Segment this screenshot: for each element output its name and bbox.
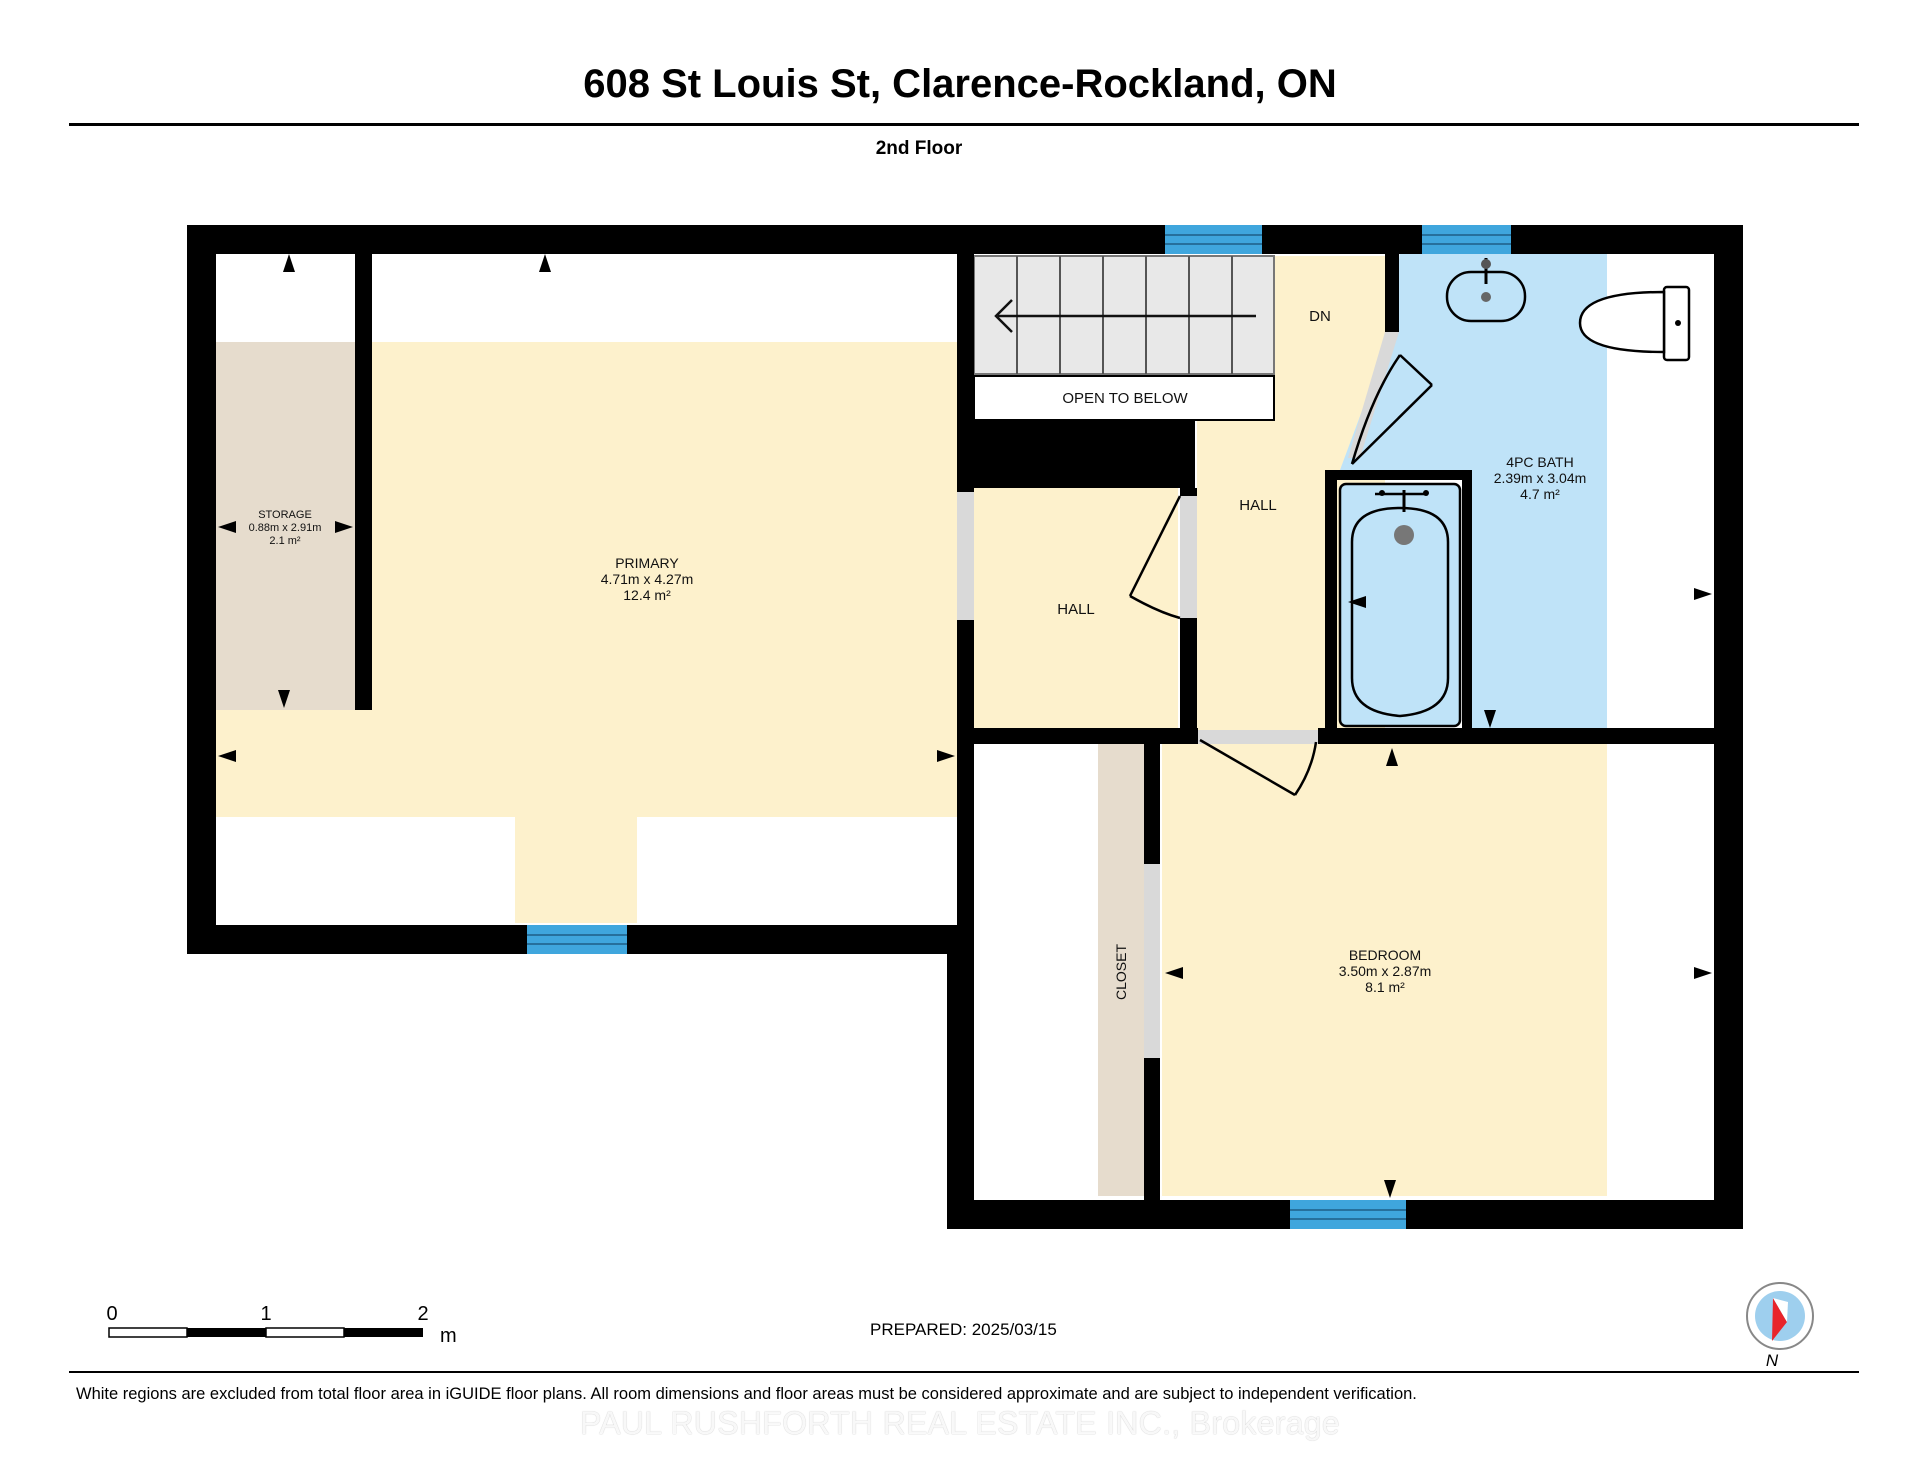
bedroom-dims: 3.50m x 2.87m xyxy=(1339,963,1432,979)
dimension-arrows xyxy=(218,254,1712,1198)
title-divider xyxy=(69,123,1859,126)
compass-icon: N xyxy=(1746,1282,1814,1370)
bedroom-fill xyxy=(1162,744,1607,1196)
open-to-below-label: OPEN TO BELOW xyxy=(1062,390,1188,407)
room-labels: STORAGE 0.88m x 2.91m 2.1 m² PRIMARY 4.7… xyxy=(249,308,1587,1000)
hall-lower-fill xyxy=(973,488,1178,728)
hall-upper-label: HALL xyxy=(1239,497,1277,514)
bath-name: 4PC BATH xyxy=(1506,454,1573,470)
scale-unit: m xyxy=(440,1325,457,1347)
primary-area: 12.4 m² xyxy=(623,587,671,603)
bedroom-area: 8.1 m² xyxy=(1365,979,1405,995)
footer-divider xyxy=(69,1371,1859,1373)
window-icon xyxy=(527,925,627,954)
door-openings xyxy=(957,332,1399,1058)
brokerage-watermark: PAUL RUSHFORTH REAL ESTATE INC., Brokera… xyxy=(579,1405,1341,1441)
primary-fill xyxy=(215,342,957,923)
room-fills xyxy=(215,250,1607,1196)
primary-dims: 4.71m x 4.27m xyxy=(601,571,694,587)
hall-lower-label: HALL xyxy=(1057,601,1095,618)
door-swings xyxy=(1128,354,1433,797)
bath-area: 4.7 m² xyxy=(1520,486,1560,502)
scale-tick-2: 2 xyxy=(417,1303,428,1325)
stair-dn-label: DN xyxy=(1309,308,1331,325)
compass-north-label: N xyxy=(1766,1351,1779,1370)
storage-fill xyxy=(215,342,355,710)
scale-tick-0: 0 xyxy=(106,1303,117,1325)
toilet-icon xyxy=(1578,285,1691,362)
bath-fill xyxy=(1340,250,1607,728)
page-title: 608 St Louis St, Clarence-Rockland, ON xyxy=(583,62,1337,106)
window-icon xyxy=(1290,1200,1406,1229)
window-icon xyxy=(1165,225,1262,254)
closet-label: CLOSET xyxy=(1113,944,1129,1000)
sink-icon xyxy=(1445,258,1527,323)
storage-dims: 0.88m x 2.91m xyxy=(249,522,322,534)
prepared-date: PREPARED: 2025/03/15 xyxy=(870,1320,1057,1339)
floor-label: 2nd Floor xyxy=(875,138,963,159)
disclaimer-text: White regions are excluded from total fl… xyxy=(76,1385,1417,1403)
closet-fill xyxy=(1098,744,1144,1196)
bedroom-name: BEDROOM xyxy=(1349,947,1421,963)
window-icon xyxy=(1422,225,1511,254)
bath-dims: 2.39m x 3.04m xyxy=(1494,470,1587,486)
bathtub-icon xyxy=(1338,482,1462,728)
open-to-below-area xyxy=(973,375,1275,421)
windows xyxy=(527,225,1511,1229)
storage-name: STORAGE xyxy=(258,509,312,521)
storage-area: 2.1 m² xyxy=(269,535,301,547)
stair-arrow-icon xyxy=(994,299,1013,333)
primary-name: PRIMARY xyxy=(615,555,679,571)
scale-bar: 0 1 2 m xyxy=(106,1303,456,1347)
scale-tick-1: 1 xyxy=(260,1303,271,1325)
staircase xyxy=(973,255,1275,375)
